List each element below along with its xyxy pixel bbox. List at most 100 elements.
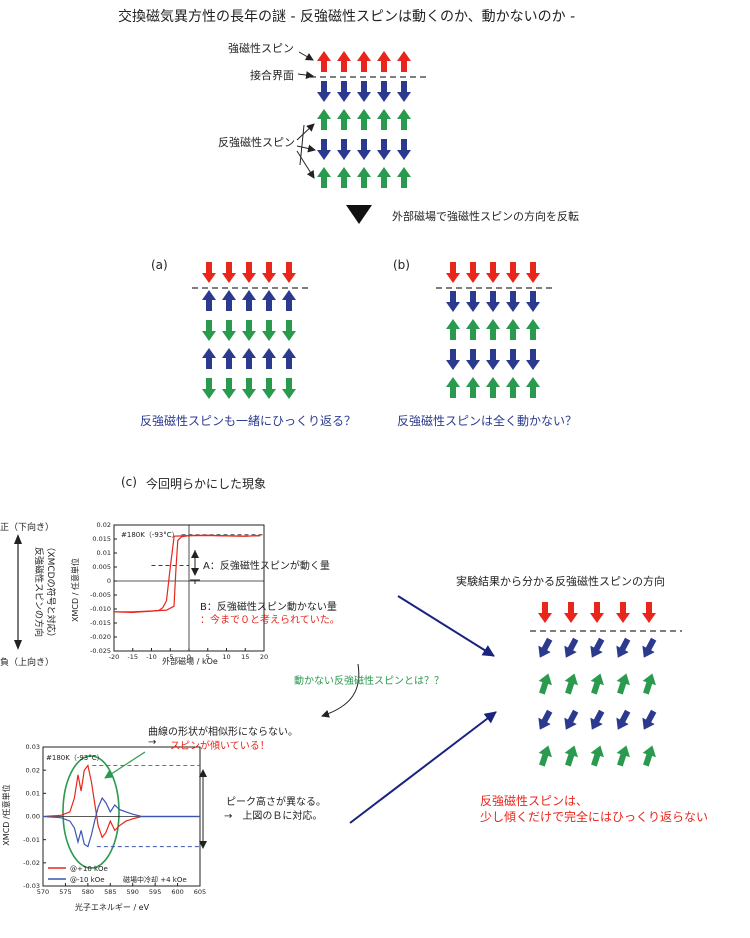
top-spin-arrow-icon: [377, 139, 391, 160]
case-b-spin-arrow-icon: [466, 377, 480, 398]
top-spin-arrow-icon: [337, 167, 351, 188]
antiferro-pointer-3: [296, 150, 315, 179]
annot-peak-2: → 上図のＢに対応。: [224, 811, 323, 822]
result-spin-arrow-icon: [642, 602, 656, 623]
spec-ytick-label: -0.01: [23, 836, 40, 844]
case-a-spin-arrow-icon: [242, 378, 256, 399]
result-spin-arrow-icon: [590, 602, 604, 623]
case-a-spin-arrow-icon: [202, 320, 216, 341]
case-a-spin-arrow-icon: [202, 378, 216, 399]
result-spin-arrow-icon: [642, 637, 657, 658]
top-spin-arrow-icon: [337, 51, 351, 72]
result-spin-arrow-icon: [564, 745, 578, 767]
case-b-spin-arrow-icon: [506, 377, 520, 398]
result-spin-arrow-icon: [564, 602, 578, 623]
case-a-spin-arrow-icon: [202, 348, 216, 369]
case-a-spin-arrow-icon: [242, 348, 256, 369]
page-title: 交換磁気異方性の長年の謎 - 反強磁性スピンは動くのか、動かないのか -: [118, 9, 576, 25]
case-a-spin-arrow-icon: [282, 290, 296, 311]
case-a-spin-arrow-icon: [242, 262, 256, 283]
ellipse-pointer: [104, 751, 146, 779]
case-b-spin-arrow-icon: [506, 319, 520, 340]
hysteresis-annotation: #180K（-93°C）: [121, 531, 179, 539]
result-spin-arrow-icon: [590, 673, 604, 695]
side-axis-label-1: 反強磁性スピンの方向: [33, 547, 45, 637]
case-a-spin-arrow-icon: [282, 320, 296, 341]
case-c-heading: 今回明らかにした現象: [146, 477, 267, 491]
legend-note: 磁場中冷却 +4 kOe: [123, 875, 187, 884]
result-arrow-lower: [349, 711, 497, 824]
case-b-spin-arrow-icon: [466, 262, 480, 283]
spec-ytick-label: -0.02: [23, 859, 40, 867]
hyst-xtick-label: -15: [127, 653, 138, 661]
top-spin-arrow-icon: [357, 51, 371, 72]
result-spin-arrow-icon: [590, 637, 605, 658]
case-b-spin-arrow-icon: [446, 319, 460, 340]
result-spin-arrow-icon: [538, 602, 552, 623]
result-spin-arrow-icon: [564, 673, 578, 695]
top-spin-arrow-icon: [317, 109, 331, 130]
spectrum-ylabel: XMCD /任意単位: [1, 784, 11, 845]
spec-series-line: [42, 796, 200, 848]
hyst-xtick-label: 10: [222, 653, 230, 661]
top-spin-arrow-icon: [357, 109, 371, 130]
spec-xtick-label: 595: [149, 888, 161, 896]
spec-xtick-label: 600: [171, 888, 183, 896]
hyst-ytick-label: 0.015: [92, 535, 111, 543]
case-a-spin-arrow-icon: [202, 262, 216, 283]
result-spin-arrow-icon: [538, 673, 552, 695]
result-spin-arrow-icon: [538, 709, 553, 730]
ferro-label: 強磁性スピン: [228, 42, 294, 55]
ferro-pointer: [298, 51, 314, 61]
case-b-spin-arrow-icon: [466, 349, 480, 370]
case-b-spin-arrow-icon: [506, 291, 520, 312]
spin-arrays: [202, 51, 657, 767]
result-spin-arrow-icon: [616, 637, 631, 658]
side-axis-negative: 負（上向き）: [0, 658, 55, 668]
case-b-spin-arrow-icon: [466, 291, 480, 312]
hyst-xtick-label: 5: [206, 653, 210, 661]
hyst-xtick-label: -20: [109, 653, 120, 661]
case-a-spin-arrow-icon: [242, 320, 256, 341]
spec-xtick-label: 605: [194, 888, 206, 896]
case-a-spin-arrow-icon: [222, 290, 236, 311]
spec-xtick-label: 575: [59, 888, 71, 896]
case-b-spin-arrow-icon: [526, 349, 540, 370]
hyst-xtick-label: 20: [260, 653, 268, 661]
spec-xtick-label: 570: [37, 888, 49, 896]
hyst-ytick-label: -0.025: [90, 647, 111, 655]
hyst-ytick-label: 0.02: [97, 521, 111, 529]
spectrum-chart: #180K（-93°C） 光子エネルギー / eV XMCD /任意単位 磁場中…: [1, 743, 206, 912]
case-a-spin-arrow-icon: [282, 378, 296, 399]
case-b-spin-arrow-icon: [486, 262, 500, 283]
annot-shape-1: 曲線の形状が相似形にならない。: [148, 727, 298, 738]
spec-xtick-label: 580: [82, 888, 94, 896]
result-spin-arrow-icon: [616, 602, 630, 623]
case-b-spin-arrow-icon: [466, 319, 480, 340]
top-spin-arrow-icon: [357, 139, 371, 160]
case-b-spin-arrow-icon: [486, 349, 500, 370]
antiferro-label: 反強磁性スピン: [218, 136, 295, 149]
case-a-spin-arrow-icon: [262, 320, 276, 341]
result-title: 実験結果から分かる反強磁性スピンの方向: [456, 575, 665, 588]
case-c-label: (c): [121, 475, 137, 489]
result-spin-arrow-icon: [616, 673, 630, 695]
case-b-spin-arrow-icon: [446, 291, 460, 312]
result-spin-arrow-icon: [538, 637, 553, 658]
transition-label: 外部磁場で強磁性スピンの方向を反転: [392, 210, 579, 223]
result-spin-arrow-icon: [590, 709, 605, 730]
hysteresis-ylabel: XMCD / 任意単位: [70, 558, 80, 622]
hyst-xtick-label: -10: [146, 653, 157, 661]
top-spin-arrow-icon: [397, 167, 411, 188]
spec-ytick-label: 0.01: [26, 790, 40, 798]
result-spin-arrow-icon: [616, 709, 631, 730]
hyst-ytick-label: -0.005: [90, 591, 111, 599]
top-spin-arrow-icon: [337, 81, 351, 102]
hyst-ytick-label: -0.015: [90, 619, 111, 627]
result-caption-1: 反強磁性スピンは、: [480, 794, 589, 808]
case-a-caption: 反強磁性スピンも一緒にひっくり返る？: [140, 414, 357, 428]
interface-label: 接合界面: [250, 69, 294, 82]
top-spin-arrow-icon: [377, 51, 391, 72]
hyst-xtick-label: 15: [241, 653, 249, 661]
